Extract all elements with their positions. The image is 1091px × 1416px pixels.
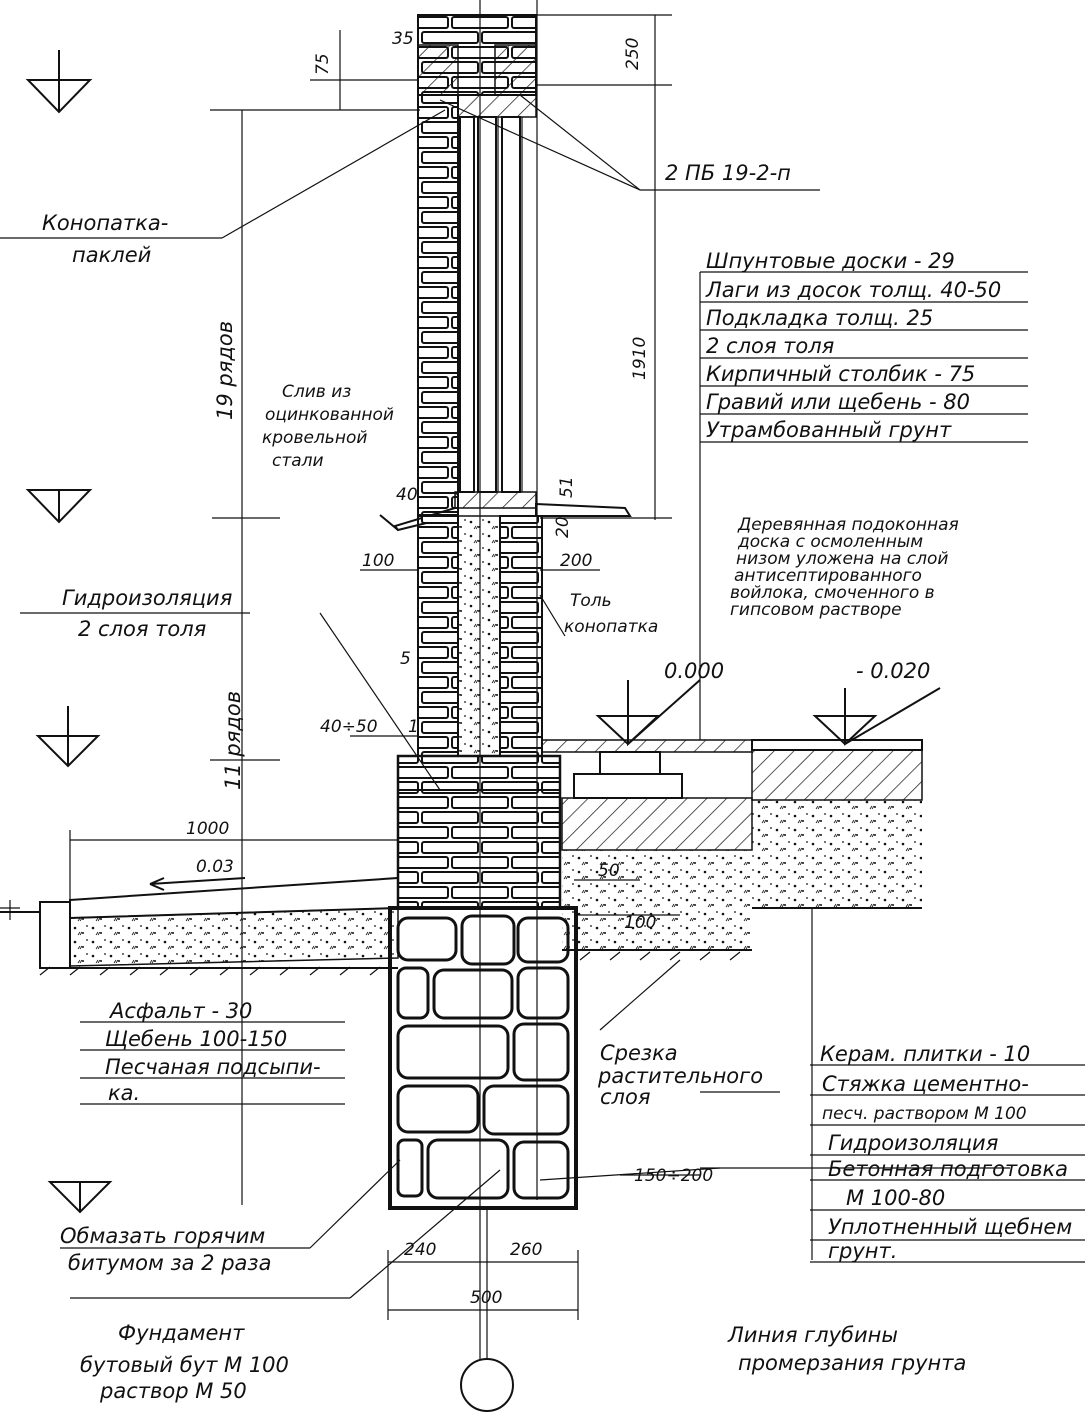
dim-35: 35 (392, 29, 414, 49)
lintel-hatched-right (494, 44, 537, 96)
floor-layer: Кирпичный столбик - 75 (706, 362, 975, 386)
tile-layer: Стяжка цементно- (822, 1072, 1029, 1096)
gidro-label-2: 2 слоя толя (78, 617, 206, 641)
lintel-hatched-left (417, 44, 459, 96)
pavement-layer: Щебень 100-150 (105, 1027, 287, 1051)
slope-arrow-icon (149, 877, 246, 891)
level-marker-icon (25, 50, 93, 114)
ground-ticks (39, 951, 741, 976)
srezka-label-1: Срезка (600, 1041, 678, 1065)
dim-40: 40 (396, 485, 418, 505)
dim-5: 5 (400, 649, 411, 669)
tile-layer: Бетонная подготовка (828, 1157, 1068, 1181)
tile-layer: Гидроизоляция (828, 1131, 998, 1155)
fund-label-1: Фундамент (118, 1321, 245, 1345)
tile-floor (751, 739, 923, 909)
interior-wood-floor (541, 739, 753, 951)
level-marker-icon (25, 489, 93, 524)
axis-lines (460, 0, 538, 1412)
gidro-label-1: Гидроизоляция (62, 586, 232, 610)
tile-layer: Уплотненный щебнем (828, 1215, 1072, 1239)
sliv-label-4: стали (272, 451, 324, 471)
floor-layer: 2 слоя толя (706, 334, 834, 358)
sliv-label-1: Слив из (282, 382, 351, 402)
dim-75: 75 (313, 53, 333, 75)
level-marker-icon (812, 687, 941, 746)
dim-150-200: 150÷200 (634, 1166, 713, 1186)
dim-50: 50 (598, 861, 620, 881)
paklei-label: паклей (72, 243, 151, 267)
dim-250: 250 (623, 38, 643, 70)
podok-label-4: антисептированного (734, 566, 922, 586)
floor-layer: Лаги из досок толщ. 40-50 (705, 278, 1001, 302)
fund-label-3: раствор М 50 (99, 1379, 247, 1403)
axis-bubble (460, 1358, 514, 1412)
annotations: Конопатка- паклей Слив из оцинкованной к… (42, 29, 1072, 1403)
pavement-layer: ка. (108, 1081, 140, 1105)
obmazat-label-1: Обмазать горячим (60, 1224, 265, 1248)
rubble-foundation (388, 906, 578, 1210)
sliv-label-2: оцинкованной (265, 405, 394, 425)
konopatka-label: Конопатка- (42, 211, 168, 235)
dim-100: 100 (362, 551, 394, 571)
dim-51: 51 (557, 476, 577, 498)
level-marker-icon (47, 1181, 113, 1214)
dim-260: 260 (510, 1240, 542, 1260)
liniya-label-2: промерзания грунта (738, 1351, 966, 1375)
lower-brick-wall (417, 515, 543, 757)
dim-11-rows: 11 рядов (221, 691, 245, 790)
tol-label: Толь (570, 591, 612, 611)
podok-label-5: войлока, смоченного в (730, 583, 935, 603)
legend-table-lines (80, 271, 1085, 1263)
dim-40-50: 40÷50 (320, 717, 378, 737)
floor-layer: Подкладка толщ. 25 (706, 306, 933, 330)
dim-100b: 100 (624, 913, 656, 933)
level-minus: - 0.020 (856, 659, 930, 683)
lintel-label: 2 ПБ 19-2-п (665, 161, 791, 185)
dim-500: 500 (470, 1288, 502, 1308)
tile-layer: песч. раствором М 100 (822, 1104, 1027, 1124)
podok-label-3: низом уложена на слой (736, 549, 948, 569)
pavement-layer: Асфальт - 30 (108, 999, 252, 1023)
exterior-pavement (0, 876, 399, 969)
upper-brick-wall (417, 14, 537, 516)
tile-layer: М 100-80 (846, 1186, 945, 1210)
level-marker-icon (35, 706, 101, 768)
tol-label-2: конопатка (564, 617, 658, 637)
curb-stone (39, 901, 71, 969)
window-frame (454, 94, 537, 509)
podok-label-6: гипсовом растворе (730, 600, 902, 620)
sliv-label-3: кровельной (262, 428, 367, 448)
pavement-layer: Песчаная подсыпи- (105, 1055, 321, 1079)
floor-layer: Утрамбованный грунт (706, 418, 952, 442)
obmazat-label-2: битумом за 2 раза (68, 1251, 271, 1275)
tile-layer: грунт. (828, 1239, 897, 1263)
fund-label-2: бутовый бут М 100 (80, 1353, 289, 1377)
podok-label-2: доска с осмоленным (737, 532, 923, 552)
srezka-label-3: слоя (600, 1085, 650, 1109)
liniya-label-1: Линия глубины (727, 1323, 898, 1347)
dim-240: 240 (404, 1240, 436, 1260)
srezka-label-2: растительного (597, 1064, 763, 1088)
floor-layer: Гравий или щебень - 80 (706, 390, 970, 414)
leader-lines (0, 94, 1010, 1299)
level-markers (25, 50, 941, 1214)
dim-1910: 1910 (630, 337, 650, 380)
dim-200: 200 (560, 551, 592, 571)
tile-layer: Керам. плитки - 10 (820, 1042, 1030, 1066)
dim-slope: 0.03 (196, 857, 234, 877)
dim-20: 20 (553, 516, 573, 538)
dim-1000: 1000 (186, 819, 229, 839)
plinth-brickwork (396, 754, 562, 910)
dim-1: 1 (408, 717, 419, 737)
floor-layer: Шпунтовые доски - 29 (706, 249, 955, 273)
podok-label-1: Деревянная подоконная (737, 515, 959, 535)
level-marker-icon (595, 679, 701, 747)
dim-19-rows: 19 рядов (213, 321, 237, 420)
level-zero: 0.000 (664, 659, 724, 683)
